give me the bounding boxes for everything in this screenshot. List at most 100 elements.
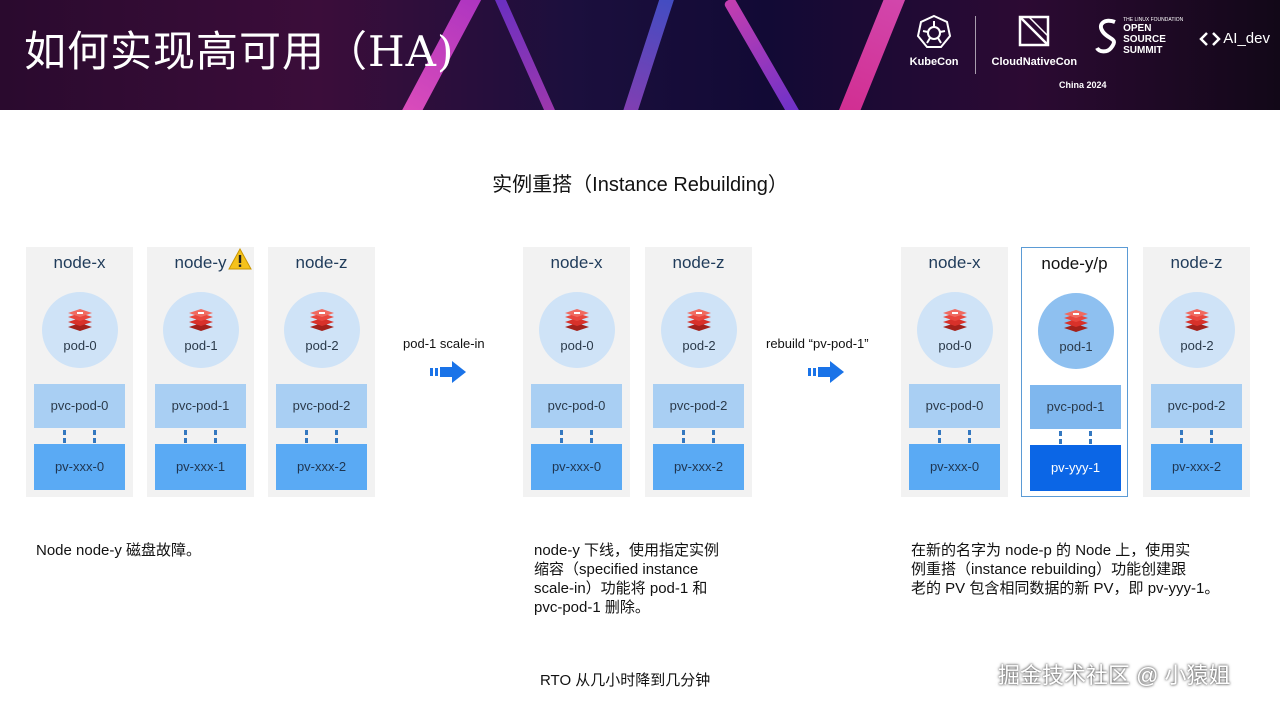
- dashed-link: [560, 430, 563, 444]
- pod-circle: pod-2: [1159, 292, 1235, 368]
- description-line: pvc-pod-1 删除。: [534, 598, 774, 617]
- dashed-link: [590, 430, 593, 444]
- pvc-box: pvc-pod-2: [1151, 384, 1242, 428]
- description-line: scale-in）功能将 pod-1 和: [534, 579, 774, 598]
- node-label: node-z: [1143, 253, 1250, 273]
- description-line: node-y 下线，使用指定实例: [534, 541, 774, 560]
- node-card: node-z pod-2 pvc-pod-2 pv-xxx-2: [268, 247, 375, 497]
- dashed-link: [335, 430, 338, 444]
- pv-box: pv-xxx-0: [909, 444, 1000, 490]
- operation-label: rebuild “pv-pod-1”: [766, 336, 869, 351]
- pod-circle: pod-1: [163, 292, 239, 368]
- node-label: node-x: [901, 253, 1008, 273]
- dashed-link: [1210, 430, 1213, 444]
- redis-icon: [564, 309, 590, 331]
- pod-label: pod-0: [539, 338, 615, 353]
- node-label: node-z: [645, 253, 752, 273]
- stage-description: node-y 下线，使用指定实例 缩容（specified instance s…: [534, 541, 774, 617]
- dashed-link: [682, 430, 685, 444]
- slide-title: 如何实现高可用（HA): [24, 18, 454, 79]
- dashed-link: [184, 430, 187, 444]
- cloudnative-icon: [1017, 14, 1051, 48]
- node-label: node-z: [268, 253, 375, 273]
- rto-note: RTO 从几小时降到几分钟: [540, 669, 710, 690]
- pvc-box: pvc-pod-0: [34, 384, 125, 428]
- pvc-box: pvc-pod-2: [276, 384, 367, 428]
- oss-logo: THE LINUX FOUNDATION OPEN SOURCE SUMMIT: [1093, 16, 1183, 56]
- dashed-link: [712, 430, 715, 444]
- stage-description: 在新的名字为 node-p 的 Node 上，使用实 例重搭（instance …: [911, 541, 1271, 598]
- pod-label: pod-2: [1159, 338, 1235, 353]
- warning-icon: [228, 248, 252, 270]
- dashed-link: [968, 430, 971, 444]
- redis-icon: [67, 309, 93, 331]
- pod-label: pod-2: [284, 338, 360, 353]
- pv-box-new: pv-yyy-1: [1030, 445, 1121, 491]
- dashed-link: [63, 430, 66, 444]
- node-card: node-y pod-1 pvc-pod-1 pv-xxx-1: [147, 247, 254, 497]
- pod-label: pod-2: [661, 338, 737, 353]
- redis-icon: [1063, 310, 1089, 332]
- dashed-link: [305, 430, 308, 444]
- node-card: node-x pod-0 pvc-pod-0 pv-xxx-0: [26, 247, 133, 497]
- pod-label: pod-1: [163, 338, 239, 353]
- pod-circle: pod-1: [1038, 293, 1114, 369]
- node-card: node-z pod-2 pvc-pod-2 pv-xxx-2: [645, 247, 752, 497]
- operation-label: pod-1 scale-in: [403, 336, 485, 351]
- description-line: 老的 PV 包含相同数据的新 PV，即 pv-yyy-1。: [911, 579, 1271, 598]
- dashed-link: [214, 430, 217, 444]
- dashed-link: [1180, 430, 1183, 444]
- pvc-box: pvc-pod-0: [531, 384, 622, 428]
- pod-label: pod-0: [917, 338, 993, 353]
- pv-box: pv-xxx-2: [1151, 444, 1242, 490]
- redis-icon: [188, 309, 214, 331]
- logo-divider: [975, 16, 976, 74]
- kubernetes-icon: [916, 14, 952, 50]
- dashed-link: [938, 430, 941, 444]
- pv-box: pv-xxx-2: [276, 444, 367, 490]
- pvc-box: pvc-pod-0: [909, 384, 1000, 428]
- redis-icon: [1184, 309, 1210, 331]
- pod-circle: pod-2: [284, 292, 360, 368]
- open-source-summit-icon: [1093, 16, 1121, 56]
- redis-icon: [942, 309, 968, 331]
- pod-circle: pod-0: [539, 292, 615, 368]
- pvc-box: pvc-pod-2: [653, 384, 744, 428]
- description-line: 例重搭（instance rebuilding）功能创建跟: [911, 560, 1271, 579]
- pv-box: pv-xxx-2: [653, 444, 744, 490]
- right-arrow-icon: [430, 361, 466, 383]
- pod-circle: pod-2: [661, 292, 737, 368]
- ai-dev-icon: [1199, 31, 1221, 47]
- diagram-subtitle: 实例重搭（Instance Rebuilding）: [0, 168, 1280, 197]
- dashed-link: [1089, 431, 1092, 445]
- node-card: node-z pod-2 pvc-pod-2 pv-xxx-2: [1143, 247, 1250, 497]
- node-label: node-x: [523, 253, 630, 273]
- dashed-link: [1059, 431, 1062, 445]
- description-line: 缩容（specified instance: [534, 560, 774, 579]
- node-card-highlighted: node-y/p pod-1 pvc-pod-1 pv-yyy-1: [1021, 247, 1128, 497]
- pvc-box: pvc-pod-1: [1030, 385, 1121, 429]
- pv-box: pv-xxx-0: [531, 444, 622, 490]
- node-card: node-x pod-0 pvc-pod-0 pv-xxx-0: [523, 247, 630, 497]
- header-banner: 如何实现高可用（HA) KubeCon CloudNativeCon: [0, 0, 1280, 110]
- pv-box: pv-xxx-1: [155, 444, 246, 490]
- cloudnativecon-logo: CloudNativeCon: [992, 14, 1078, 68]
- description-line: 在新的名字为 node-p 的 Node 上，使用实: [911, 541, 1271, 560]
- stage-description: Node node-y 磁盘故障。: [36, 541, 201, 560]
- pv-box: pv-xxx-0: [34, 444, 125, 490]
- pod-label: pod-1: [1038, 339, 1114, 354]
- kubecon-logo: KubeCon: [910, 14, 959, 68]
- node-card: node-x pod-0 pvc-pod-0 pv-xxx-0: [901, 247, 1008, 497]
- ai-dev-logo: AI_dev: [1199, 30, 1270, 47]
- event-location: China 2024: [1059, 80, 1107, 90]
- redis-icon: [686, 309, 712, 331]
- node-label: node-y/p: [1022, 254, 1127, 274]
- pod-label: pod-0: [42, 338, 118, 353]
- pod-circle: pod-0: [917, 292, 993, 368]
- redis-icon: [309, 309, 335, 331]
- right-arrow-icon: [808, 361, 844, 383]
- pod-circle: pod-0: [42, 292, 118, 368]
- node-label: node-x: [26, 253, 133, 273]
- watermark: 掘金技术社区 @ 小猿姐: [998, 658, 1231, 690]
- pvc-box: pvc-pod-1: [155, 384, 246, 428]
